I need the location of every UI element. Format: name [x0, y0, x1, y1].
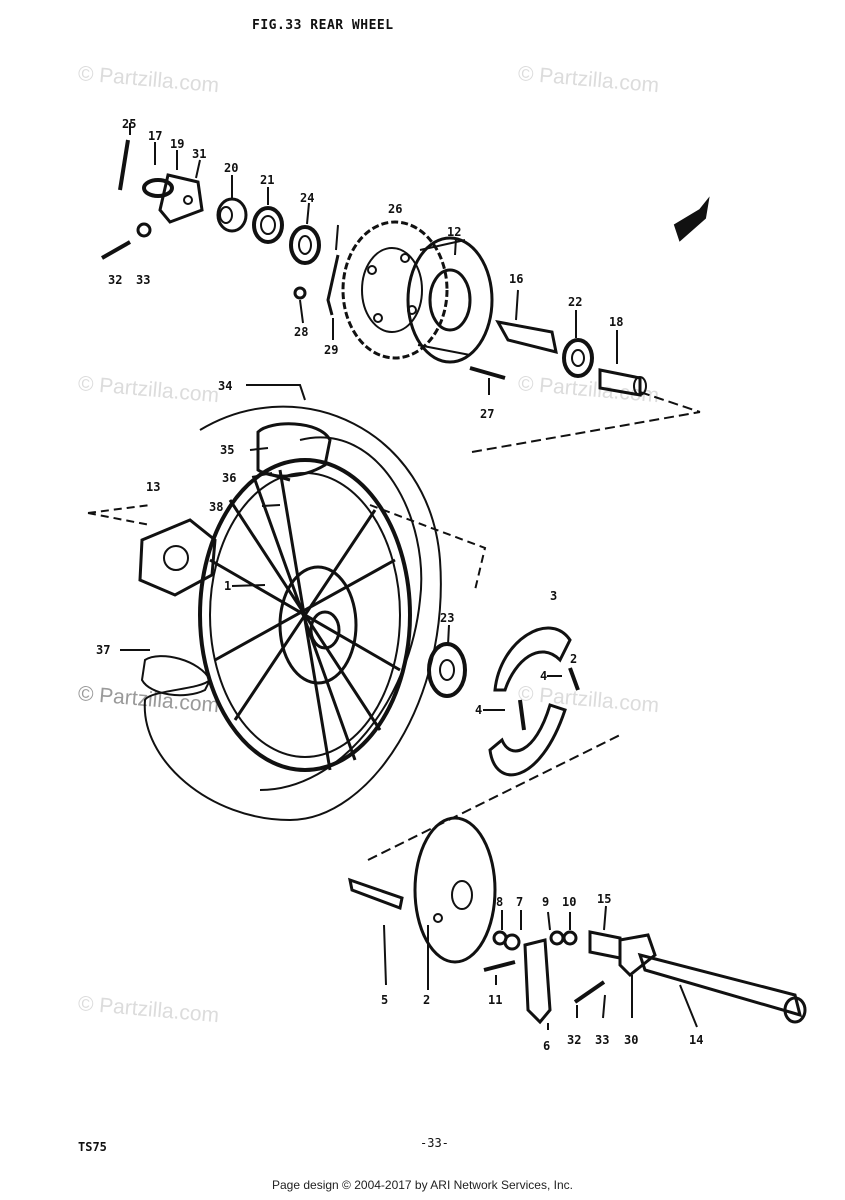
callout-24: 24 [300, 191, 314, 205]
rear-axle-part [637, 952, 807, 1024]
brake-arm-part [523, 938, 552, 1025]
model-label: TS75 [78, 1140, 107, 1154]
spacer-part [598, 368, 647, 397]
callout-30: 30 [624, 1033, 638, 1047]
callout-10: 10 [562, 895, 576, 909]
callout-26: 26 [388, 202, 402, 216]
callout-16: 16 [509, 272, 523, 286]
spacer-part [588, 930, 622, 960]
callout-2: 2 [570, 652, 577, 666]
figure-title: FIG.33 REAR WHEEL [252, 18, 394, 33]
bearing-part [427, 642, 467, 698]
callout-5: 5 [381, 993, 388, 1007]
callout-2: 2 [423, 993, 430, 1007]
callout-18: 18 [609, 315, 623, 329]
wheel-damper-part [138, 518, 217, 597]
callout-1: 1 [224, 579, 231, 593]
callout-8: 8 [496, 895, 503, 909]
callout-17: 17 [148, 129, 162, 143]
callout-14: 14 [689, 1033, 703, 1047]
tube-part [140, 655, 212, 697]
callout-27: 27 [480, 407, 494, 421]
callout-36: 36 [222, 471, 236, 485]
callout-31: 31 [192, 147, 206, 161]
bolt-part [483, 960, 516, 972]
callout-23: 23 [440, 611, 454, 625]
sprocket-drum-part [406, 236, 494, 364]
page-credit: Page design © 2004-2017 by ARI Network S… [271, 1178, 573, 1192]
callout-3: 3 [550, 589, 557, 603]
bolt-part [573, 980, 606, 1004]
cam-shaft-part [348, 877, 404, 911]
oil-seal-part [503, 933, 521, 951]
nut-part [293, 286, 307, 300]
page-number: -33- [420, 1136, 449, 1150]
chain-adjuster-part [101, 139, 204, 260]
shoe-spring-part [518, 667, 580, 731]
oil-seal-part [289, 225, 321, 265]
brake-shoe-part [488, 626, 572, 777]
callout-25: 25 [122, 117, 136, 131]
spacer-part [216, 197, 248, 233]
callout-labels: 25 17 19 31 20 21 24 32 33 26 12 28 29 1… [96, 117, 703, 1053]
chain-adjuster-part [618, 933, 657, 978]
washer-part [549, 930, 578, 946]
callout-28: 28 [294, 325, 308, 339]
callout-11: 11 [488, 993, 502, 1007]
callout-20: 20 [224, 161, 238, 175]
callout-9: 9 [542, 895, 549, 909]
callout-22: 22 [568, 295, 582, 309]
direction-arrow-icon [673, 196, 710, 242]
bearing-part [562, 338, 594, 378]
brake-panel-part [413, 816, 497, 964]
callout-4: 4 [475, 703, 482, 717]
bearing-part [252, 206, 284, 244]
callout-21: 21 [260, 173, 274, 187]
callout-19: 19 [170, 137, 184, 151]
callout-34: 34 [218, 379, 232, 393]
callout-33: 33 [136, 273, 150, 287]
callout-15: 15 [597, 892, 611, 906]
callout-32: 32 [108, 273, 122, 287]
rear-sprocket-part [341, 220, 449, 360]
callout-38: 38 [209, 500, 223, 514]
callout-29: 29 [324, 343, 338, 357]
callout-35: 35 [220, 443, 234, 457]
callout-13: 13 [146, 480, 160, 494]
callout-32: 32 [567, 1033, 581, 1047]
bolt-part [469, 366, 506, 380]
callout-12: 12 [447, 225, 461, 239]
axle-shaft-part [495, 319, 558, 355]
lock-washer-part [326, 254, 340, 316]
callout-4: 4 [540, 669, 547, 683]
callout-37: 37 [96, 643, 110, 657]
spoked-wheel-part [198, 458, 412, 772]
rear-tire-part [143, 405, 442, 822]
callout-7: 7 [516, 895, 523, 909]
callout-33: 33 [595, 1033, 609, 1047]
callout-6: 6 [543, 1039, 550, 1053]
